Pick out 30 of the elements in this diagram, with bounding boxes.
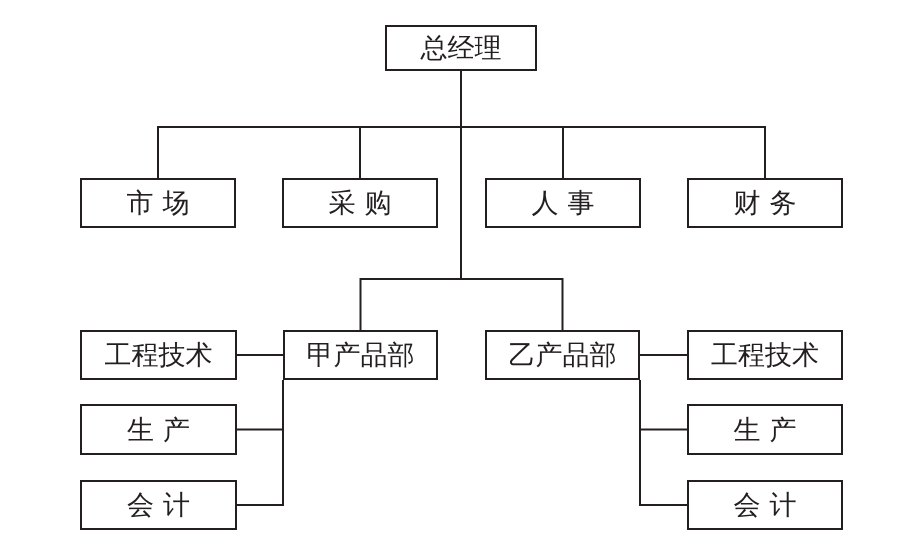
org-box xyxy=(80,178,236,228)
connector-line xyxy=(639,380,687,506)
connector-line xyxy=(237,354,283,356)
box-label: 财 务 xyxy=(734,187,796,221)
org-box xyxy=(687,178,843,228)
org-box xyxy=(687,330,843,380)
org-box xyxy=(687,480,843,530)
org-box xyxy=(485,178,641,228)
org-box xyxy=(283,330,438,380)
box-label: 总经理 xyxy=(420,32,502,66)
box-label: 工程技术 xyxy=(104,339,212,373)
org-box xyxy=(687,404,843,455)
box-label: 会 计 xyxy=(734,489,796,523)
box-label: 甲产品部 xyxy=(306,339,414,373)
box-label: 市 场 xyxy=(126,187,190,221)
org-box xyxy=(485,330,640,380)
box-label: 乙产品部 xyxy=(508,339,616,373)
box-label: 采 购 xyxy=(328,187,392,221)
box-label: 会 计 xyxy=(127,489,190,523)
org-box xyxy=(80,404,237,455)
connector-line xyxy=(460,71,564,330)
org-box xyxy=(80,330,237,380)
connector-line xyxy=(640,354,687,356)
box-label: 生 产 xyxy=(734,414,796,448)
org-box xyxy=(385,25,537,71)
org-box xyxy=(282,178,438,228)
org-box xyxy=(80,480,237,530)
box-label: 人 事 xyxy=(532,187,594,221)
box-label: 工程技术 xyxy=(711,339,819,373)
box-label: 生 产 xyxy=(127,414,190,448)
